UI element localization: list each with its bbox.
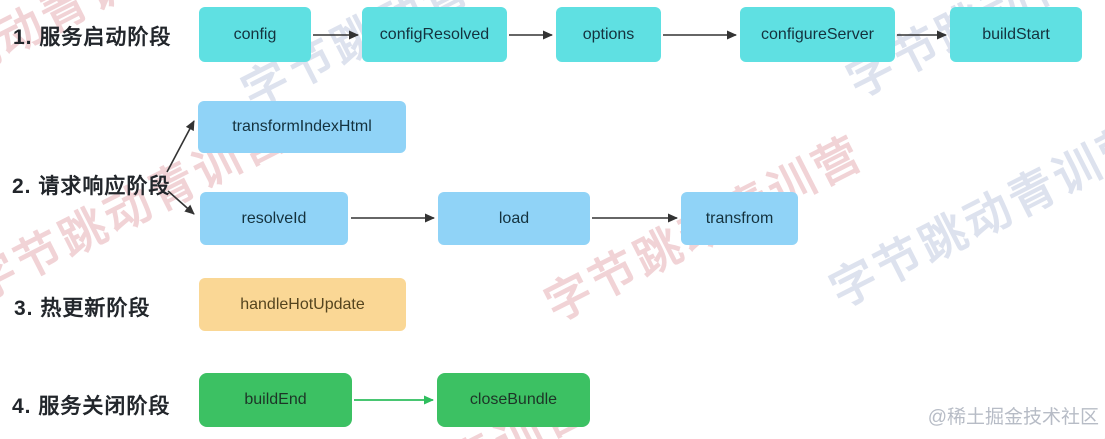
community-attribution: @稀土掘金技术社区	[927, 407, 1099, 428]
node-configureserver: configureServer	[740, 7, 895, 62]
node-buildstart: buildStart	[950, 7, 1082, 62]
node-config: config	[199, 7, 311, 62]
watermark-text: 字节跳动青训营	[821, 112, 1105, 318]
node-options: options	[556, 7, 661, 62]
phase-label-request: 2. 请求响应阶段	[12, 175, 171, 198]
node-configresolved: configResolved	[362, 7, 507, 62]
node-resolveid: resolveId	[200, 192, 348, 245]
phase-label-hot-update: 3. 热更新阶段	[14, 297, 151, 320]
arrow-phase2-to-resolveid	[167, 190, 195, 215]
node-buildend: buildEnd	[199, 373, 352, 427]
node-closebundle: closeBundle	[437, 373, 590, 427]
node-transformindexhtml: transformIndexHtml	[198, 101, 406, 153]
phase-label-close: 4. 服务关闭阶段	[12, 395, 171, 418]
node-load: load	[438, 192, 590, 245]
arrow-phase2-to-transformindexhtml	[166, 120, 195, 173]
phase-label-startup: 1. 服务启动阶段	[13, 26, 172, 49]
node-transfrom: transfrom	[681, 192, 798, 245]
node-handlehotupdate: handleHotUpdate	[199, 278, 406, 331]
